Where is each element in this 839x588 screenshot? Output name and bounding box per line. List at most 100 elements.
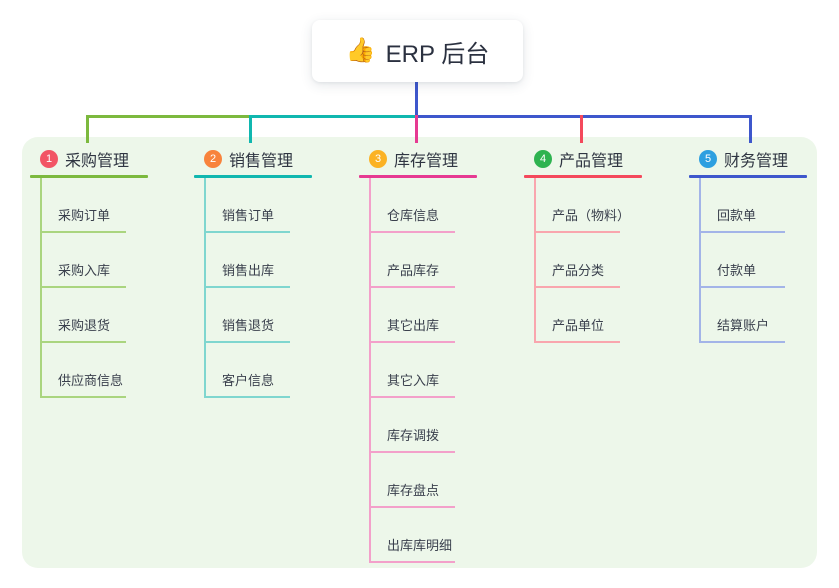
child-node-underline	[40, 231, 126, 233]
root-node-label: ERP 后台	[385, 40, 490, 68]
child-node-label: 其它入库	[387, 373, 440, 388]
branch-title[interactable]: 3 库存管理	[359, 146, 477, 172]
bus-segment-teal	[250, 115, 417, 118]
child-node-underline	[369, 396, 455, 398]
child-node-label: 回款单	[717, 208, 757, 223]
root-node[interactable]: 👍 ERP 后台	[312, 20, 523, 82]
child-node-underline	[369, 451, 455, 453]
child-node-underline	[369, 231, 455, 233]
bus-segment-green	[87, 115, 250, 118]
child-node-label: 采购订单	[58, 208, 111, 223]
child-node-label: 其它出库	[387, 318, 440, 333]
branch-5: 5 财务管理回款单付款单结算账户	[689, 146, 807, 343]
child-node-underline	[534, 231, 620, 233]
child-node[interactable]: 结算账户	[689, 288, 807, 343]
child-node[interactable]: 产品分类	[524, 233, 642, 288]
branch-title-underline	[30, 175, 148, 178]
child-node-underline	[40, 341, 126, 343]
child-node[interactable]: 供应商信息	[30, 343, 148, 398]
child-node-underline	[204, 286, 290, 288]
child-node-underline	[204, 231, 290, 233]
branches-panel	[22, 137, 817, 568]
child-node[interactable]: 库存调拨	[359, 398, 477, 453]
child-node[interactable]: 采购退货	[30, 288, 148, 343]
child-node-underline	[40, 286, 126, 288]
child-node[interactable]: 回款单	[689, 178, 807, 233]
child-node[interactable]: 销售退货	[194, 288, 312, 343]
child-node-label: 采购入库	[58, 263, 111, 278]
child-node-label: 产品库存	[387, 263, 440, 278]
branch-drop-line-1	[85, 115, 89, 143]
branch-number-badge: 5	[699, 150, 717, 168]
branch-children: 仓库信息产品库存其它出库其它入库库存调拨库存盘点出库库明细	[359, 178, 477, 563]
child-node-underline	[534, 286, 620, 288]
child-node-underline	[699, 231, 785, 233]
child-node[interactable]: 库存盘点	[359, 453, 477, 508]
child-node-label: 销售订单	[222, 208, 275, 223]
child-node[interactable]: 销售出库	[194, 233, 312, 288]
child-node[interactable]: 出库库明细	[359, 508, 477, 563]
child-node[interactable]: 采购入库	[30, 233, 148, 288]
child-node-label: 采购退货	[58, 318, 111, 333]
child-node[interactable]: 其它入库	[359, 343, 477, 398]
child-node-label: 付款单	[717, 263, 757, 278]
child-node-label: 销售退货	[222, 318, 275, 333]
branch-number-badge: 3	[369, 150, 387, 168]
child-node[interactable]: 销售订单	[194, 178, 312, 233]
branch-title[interactable]: 5 财务管理	[689, 146, 807, 172]
child-node-underline	[369, 341, 455, 343]
child-node-underline	[369, 561, 455, 563]
branch-title[interactable]: 1 采购管理	[30, 146, 148, 172]
branch-number-badge: 2	[204, 150, 222, 168]
children-connector-line	[699, 178, 701, 343]
branch-children: 销售订单销售出库销售退货客户信息	[194, 178, 312, 398]
child-node[interactable]: 客户信息	[194, 343, 312, 398]
branch-title-label: 财务管理	[724, 153, 789, 170]
branch-title-underline	[689, 175, 807, 178]
branch-1: 1 采购管理采购订单采购入库采购退货供应商信息	[30, 146, 148, 398]
child-node[interactable]: 付款单	[689, 233, 807, 288]
branch-title-underline	[194, 175, 312, 178]
child-node-label: 销售出库	[222, 263, 275, 278]
child-node-label: 产品（物料）	[552, 208, 631, 223]
child-node-underline	[534, 341, 620, 343]
child-node-label: 供应商信息	[58, 373, 124, 388]
branch-title-underline	[524, 175, 642, 178]
branch-children: 回款单付款单结算账户	[689, 178, 807, 343]
bus-segment-blue	[416, 115, 751, 118]
branch-children: 产品（物料） 产品分类产品单位	[524, 178, 642, 343]
child-node-label: 仓库信息	[387, 208, 440, 223]
branch-drop-line-5	[748, 115, 752, 143]
children-connector-line	[369, 178, 371, 563]
child-node-label: 客户信息	[222, 373, 275, 388]
child-node-label: 产品单位	[552, 318, 605, 333]
thumbs-up-icon: 👍	[345, 37, 376, 64]
branch-title-label: 库存管理	[394, 153, 459, 170]
child-node-label: 出库库明细	[387, 538, 453, 553]
branch-children: 采购订单采购入库采购退货供应商信息	[30, 178, 148, 398]
root-connector-line	[414, 82, 418, 115]
child-node-underline	[699, 341, 785, 343]
branch-3: 3 库存管理仓库信息产品库存其它出库其它入库库存调拨库存盘点出库库明细	[359, 146, 477, 563]
child-node[interactable]: 仓库信息	[359, 178, 477, 233]
child-node[interactable]: 产品（物料）	[524, 178, 642, 233]
child-node[interactable]: 产品库存	[359, 233, 477, 288]
child-node-label: 产品分类	[552, 263, 605, 278]
children-connector-line	[534, 178, 536, 343]
child-node-underline	[699, 286, 785, 288]
children-connector-line	[204, 178, 206, 398]
branch-number-badge: 1	[40, 150, 58, 168]
child-node-underline	[204, 341, 290, 343]
branch-drop-line-2	[248, 115, 252, 143]
child-node[interactable]: 产品单位	[524, 288, 642, 343]
child-node[interactable]: 采购订单	[30, 178, 148, 233]
child-node-underline	[40, 396, 126, 398]
child-node[interactable]: 其它出库	[359, 288, 477, 343]
children-connector-line	[40, 178, 42, 398]
branch-drop-line-3	[414, 115, 418, 143]
branch-title-label: 采购管理	[65, 153, 130, 170]
